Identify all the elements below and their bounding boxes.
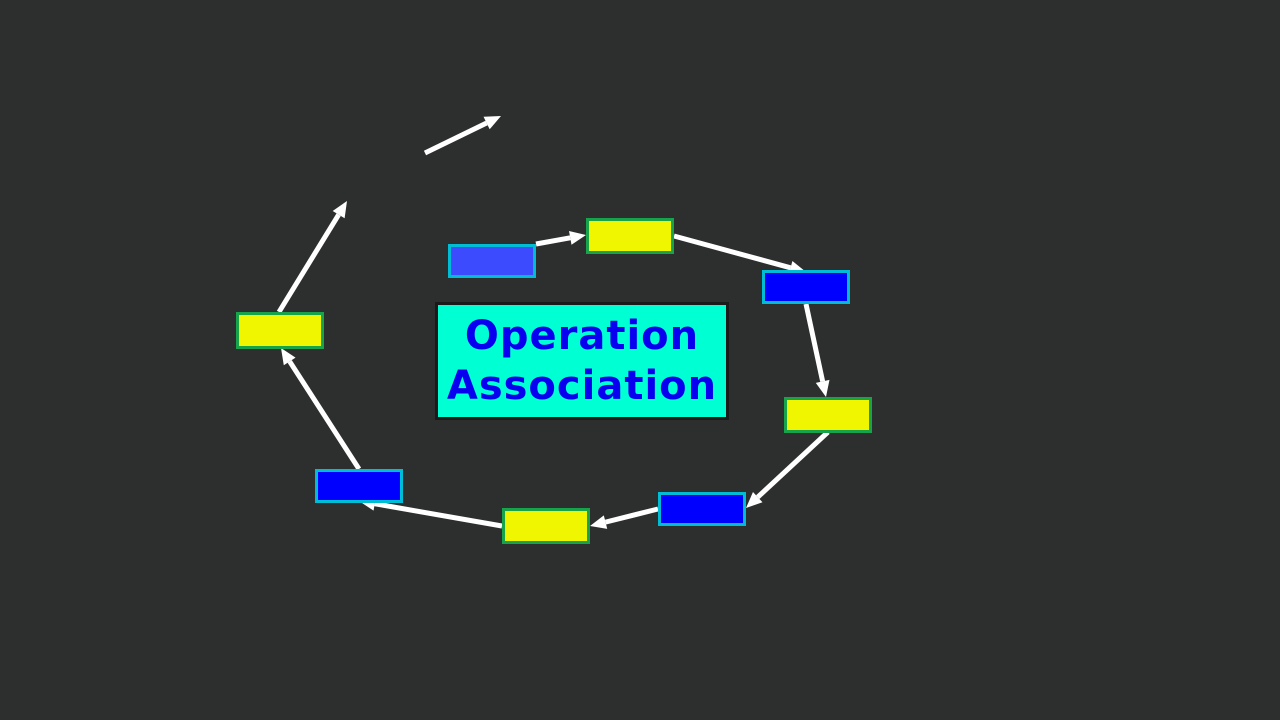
title-box: Operation Association <box>435 302 729 420</box>
cycle-node-3 <box>784 397 872 433</box>
arrow-8 <box>276 213 341 314</box>
cycle-node-7 <box>236 312 324 349</box>
start-node <box>448 244 536 278</box>
arrowhead-3 <box>815 379 830 397</box>
title-line-2: Association <box>446 363 718 409</box>
arrow-5 <box>604 506 659 525</box>
cycle-node-6 <box>315 469 403 503</box>
arrow-7 <box>287 360 362 471</box>
arrow-6 <box>374 501 503 529</box>
arrow-4 <box>756 430 830 499</box>
arrowhead-9 <box>483 116 501 130</box>
cycle-node-5 <box>502 508 590 544</box>
arrow-9 <box>423 120 488 156</box>
arrowhead-4 <box>746 491 763 508</box>
arrowhead-1 <box>569 230 586 245</box>
cycle-node-4 <box>658 492 746 526</box>
title-line-1: Operation <box>464 313 700 359</box>
arrowhead-8 <box>332 201 347 219</box>
arrow-3 <box>803 303 826 382</box>
arrowhead-5 <box>590 515 608 529</box>
arrowhead-7 <box>281 348 296 366</box>
cycle-node-2 <box>762 270 850 304</box>
cycle-node-1 <box>586 218 674 254</box>
arrow-1 <box>535 235 571 247</box>
arrow-2 <box>673 233 792 271</box>
